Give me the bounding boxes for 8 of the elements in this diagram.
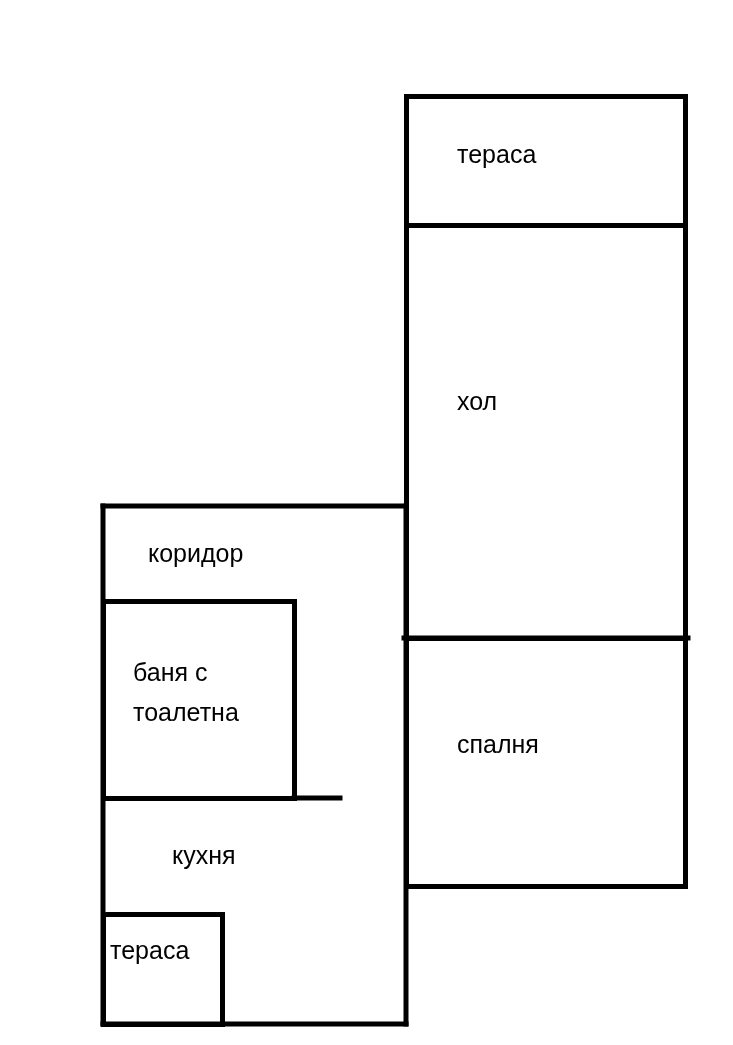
- room-label: тераса: [457, 139, 538, 170]
- room-label: баня с тоалетна: [133, 657, 240, 728]
- room-label: хол: [457, 386, 499, 417]
- room-label: спалня: [457, 729, 540, 760]
- room-label: кухня: [172, 840, 237, 871]
- room-label: тераса: [110, 935, 191, 966]
- room-label: коридор: [148, 538, 245, 569]
- room-outline: [101, 912, 225, 1027]
